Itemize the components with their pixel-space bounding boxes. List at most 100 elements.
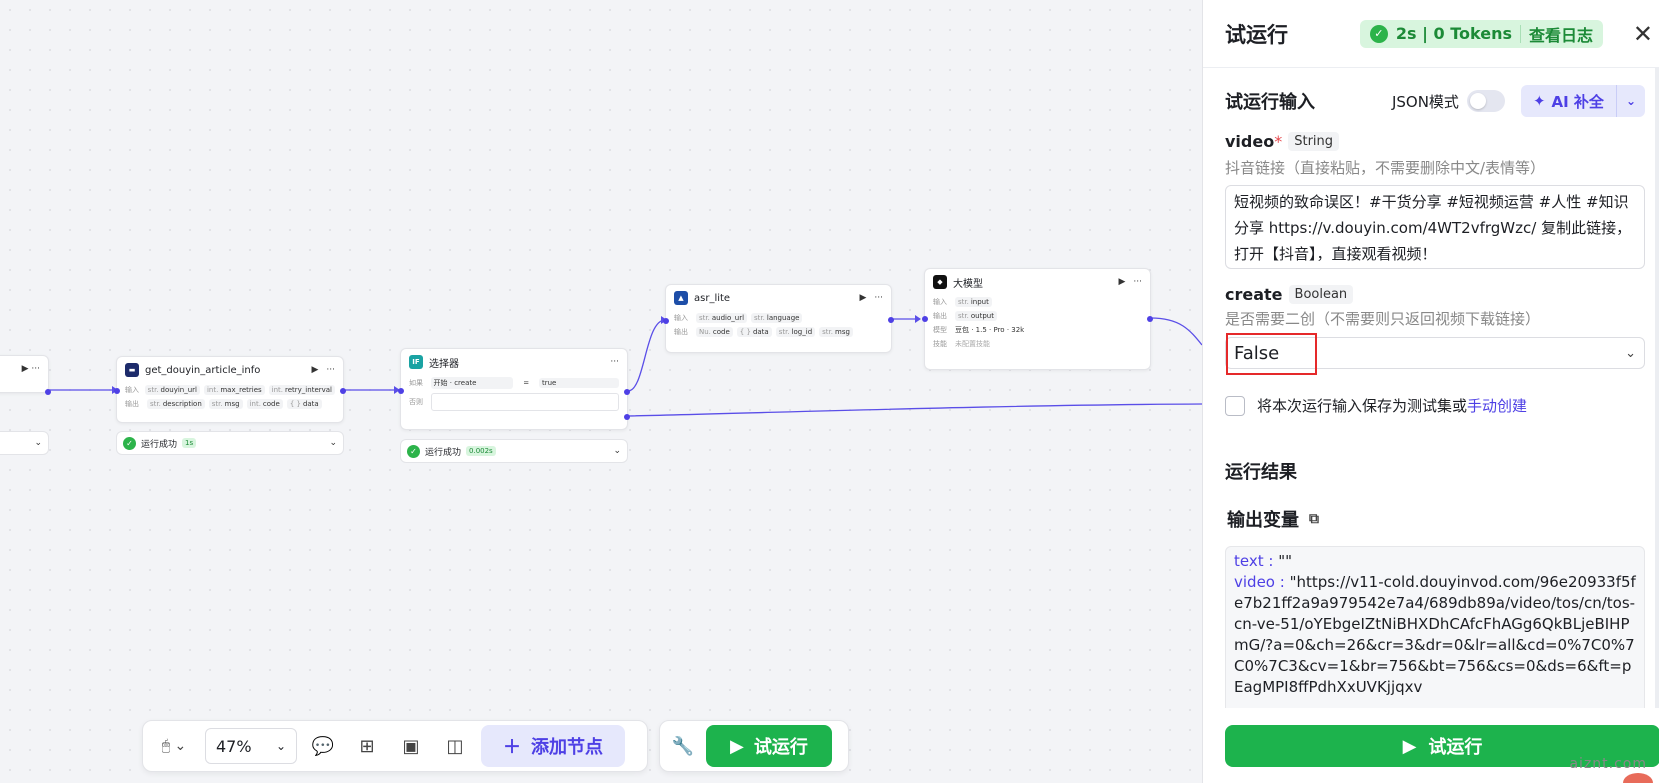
- output-box[interactable]: text : "" video : "https://v11-cold.douy…: [1225, 546, 1645, 708]
- ai-fill-label: AI 补全: [1551, 92, 1604, 111]
- run-label: 试运行: [753, 737, 808, 758]
- node-selector[interactable]: IF 选择器 ··· 如果 开始 · create = true 否则: [398, 348, 630, 430]
- input-chip: str.douyin_url: [144, 385, 200, 395]
- input-handle[interactable]: [114, 388, 120, 394]
- node-asr-lite[interactable]: ▲ asr_lite ▶··· 输入 str.audio_url str.lan…: [663, 284, 894, 353]
- inputs-label: 输入: [674, 314, 688, 322]
- canvas-run-button[interactable]: ▶ 试运行: [706, 725, 832, 767]
- chevron-down-icon[interactable]: ⌄: [1615, 85, 1645, 117]
- view-log-link[interactable]: 查看日志: [1528, 25, 1593, 45]
- chevron-down-icon[interactable]: ⌄: [329, 438, 337, 448]
- else-output-handle[interactable]: [624, 414, 630, 420]
- panel-header: 试运行 ✓ 2s | 0 Tokens 查看日志: [1203, 0, 1659, 68]
- asr-plugin-icon: ▲: [674, 291, 688, 305]
- node-title: 大模型: [953, 278, 983, 290]
- image-icon[interactable]: ▣: [402, 735, 420, 757]
- inputs-label: 输入: [125, 386, 139, 394]
- model-label: 模型: [933, 326, 947, 334]
- node-get-douyin-article-info[interactable]: ▬ get_douyin_article_info ▶ ··· 输入 str.do…: [114, 356, 346, 423]
- panel-run-button[interactable]: ▶ 试运行: [1225, 725, 1659, 767]
- node-llm[interactable]: ◆ 大模型 ▶··· 输入 str.input 输出 str.output 模型…: [922, 268, 1153, 370]
- time-badge: 1s: [182, 438, 197, 448]
- zoom-select[interactable]: 47% ⌄: [205, 728, 297, 764]
- save-testset-checkbox[interactable]: [1225, 395, 1245, 416]
- node-selector-status[interactable]: ✓ 运行成功 0.002s ⌄: [400, 439, 628, 463]
- highlight-box: [1226, 333, 1317, 375]
- panel-scrollbar[interactable]: [1655, 68, 1659, 708]
- layout-grid-icon[interactable]: ⊞: [359, 735, 375, 757]
- node-tools[interactable]: ▶ ···: [21, 364, 40, 374]
- input-chip: str.audio_url: [696, 313, 748, 323]
- test-run-panel: 试运行 ✓ 2s | 0 Tokens 查看日志 ✕ 试运行输入 JSON模式 …: [1202, 0, 1659, 783]
- create-select[interactable]: False ⌄: [1225, 333, 1645, 375]
- mouse-mode-icon[interactable]: 🖱 ⌄: [161, 738, 187, 754]
- condition-operator: =: [523, 379, 530, 387]
- node-title: get_douyin_article_info: [145, 364, 261, 376]
- json-mode-toggle[interactable]: [1466, 90, 1505, 112]
- node-title: asr_lite: [694, 292, 731, 304]
- node-start-partial[interactable]: ▶ ···: [0, 355, 51, 395]
- output-handle[interactable]: [340, 388, 346, 394]
- check-circle-icon: ✓: [123, 436, 136, 450]
- create-field-name: create: [1225, 285, 1283, 304]
- node-get-info-status[interactable]: ✓ 运行成功 1s ⌄: [116, 431, 344, 455]
- result-section-title: 运行结果: [1225, 462, 1297, 483]
- minimap-icon[interactable]: ◫: [446, 735, 464, 757]
- output-key: text :: [1234, 552, 1274, 570]
- video-input[interactable]: 短视频的致命误区！#干货分享 #短视频运营 #人性 #知识分享 https://…: [1225, 185, 1645, 269]
- status-text: 运行成功: [425, 447, 462, 458]
- input-handle[interactable]: [398, 388, 404, 394]
- outputs-label: 输出: [125, 400, 139, 408]
- output-handle[interactable]: [1147, 316, 1153, 322]
- output-chip: Nu.code: [696, 327, 733, 337]
- chevron-down-icon[interactable]: ⌄: [613, 446, 621, 456]
- if-icon: IF: [409, 355, 423, 369]
- input-chip: int.max_retries: [203, 385, 265, 395]
- status-text: 运行成功: [141, 439, 178, 450]
- wrench-icon[interactable]: 🔧: [671, 735, 695, 757]
- workflow-canvas[interactable]: ▶ ··· ⌄ ▬ get_douyin_article_info ▶ ··· 输…: [0, 0, 1202, 783]
- check-circle-icon: ✓: [407, 444, 420, 458]
- close-icon[interactable]: ✕: [1632, 20, 1653, 48]
- ai-fill-button[interactable]: ✦AI 补全 ⌄: [1520, 85, 1645, 117]
- input-handle[interactable]: [663, 318, 669, 324]
- video-field-name: video: [1225, 132, 1275, 151]
- output-handle[interactable]: [888, 317, 894, 323]
- input-chip: str.input: [955, 297, 992, 307]
- input-chip: int.retry_interval: [268, 385, 335, 395]
- if-output-handle[interactable]: [624, 389, 630, 395]
- llm-icon: ◆: [933, 275, 947, 289]
- play-icon[interactable]: ▶: [311, 365, 319, 375]
- output-chip: str.output: [955, 311, 997, 321]
- output-handle[interactable]: [45, 389, 51, 395]
- run-label: 试运行: [1428, 737, 1483, 758]
- douyin-plugin-icon: ▬: [125, 363, 139, 377]
- output-vars-title: 输出变量: [1227, 510, 1299, 531]
- run-info-badge: ✓ 2s | 0 Tokens 查看日志: [1359, 19, 1603, 48]
- output-chip: str.msg: [208, 399, 243, 409]
- input-handle[interactable]: [922, 316, 928, 322]
- play-icon[interactable]: ▶: [859, 293, 867, 303]
- time-badge: 0.002s: [466, 446, 496, 456]
- more-icon[interactable]: ···: [326, 365, 335, 375]
- chevron-down-icon: ⌄: [275, 739, 286, 753]
- output-chip: { }data: [736, 327, 772, 337]
- more-icon[interactable]: ···: [874, 293, 883, 303]
- chevron-down-icon[interactable]: ⌄: [34, 438, 42, 448]
- type-tag: String: [1288, 132, 1340, 151]
- add-node-button[interactable]: ＋ 添加节点: [481, 725, 625, 767]
- more-icon[interactable]: ···: [610, 357, 619, 367]
- watermark: aiznt.com: [1569, 756, 1647, 772]
- comment-icon[interactable]: 💬: [311, 735, 335, 757]
- floating-button[interactable]: [1623, 773, 1653, 783]
- manual-create-link[interactable]: 手动创建: [1467, 397, 1528, 415]
- node-start-status-partial[interactable]: ⌄: [0, 431, 49, 455]
- play-icon[interactable]: ▶: [1118, 277, 1126, 287]
- copy-icon[interactable]: ⧉: [1309, 511, 1319, 527]
- check-circle-icon: ✓: [1369, 24, 1388, 43]
- panel-body: 试运行输入 JSON模式 ✦AI 补全 ⌄ video* String 抖音链接…: [1225, 68, 1645, 708]
- type-tag: Boolean: [1288, 285, 1354, 304]
- input-section-title: 试运行输入: [1225, 92, 1315, 113]
- more-icon[interactable]: ···: [1133, 277, 1142, 287]
- output-value: "": [1278, 552, 1293, 570]
